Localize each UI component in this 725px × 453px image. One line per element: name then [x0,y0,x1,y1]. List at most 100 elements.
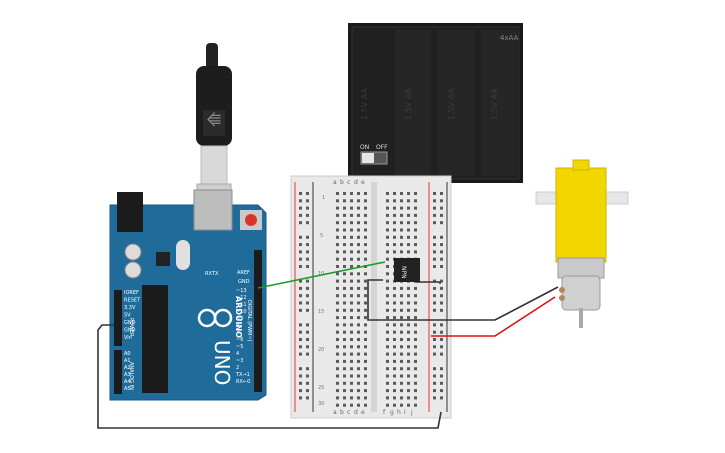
breadboard-hole[interactable] [343,286,346,290]
breadboard-hole[interactable] [400,396,403,400]
breadboard-hole[interactable] [343,301,346,305]
breadboard-hole[interactable] [306,367,309,371]
breadboard-hole[interactable] [336,221,339,225]
breadboard-hole[interactable] [350,323,353,327]
breadboard-hole[interactable] [306,345,309,349]
breadboard-hole[interactable] [400,374,403,378]
breadboard-hole[interactable] [343,403,346,407]
breadboard-hole[interactable] [400,235,403,239]
breadboard-hole[interactable] [414,323,417,327]
breadboard-hole[interactable] [299,301,302,305]
breadboard-hole[interactable] [400,308,403,312]
breadboard-hole[interactable] [440,199,443,203]
breadboard-hole[interactable] [364,352,367,356]
breadboard-hole[interactable] [414,213,417,217]
breadboard-hole[interactable] [343,213,346,217]
breadboard-hole[interactable] [440,286,443,290]
breadboard-hole[interactable] [386,213,389,217]
breadboard-hole[interactable] [357,316,360,320]
breadboard-hole[interactable] [336,294,339,298]
breadboard-hole[interactable] [357,367,360,371]
breadboard-hole[interactable] [364,213,367,217]
breadboard-hole[interactable] [357,338,360,341]
breadboard-hole[interactable] [336,192,339,195]
breadboard-hole[interactable] [393,308,396,312]
breadboard-hole[interactable] [386,243,389,247]
breadboard-hole[interactable] [350,396,353,400]
breadboard-hole[interactable] [400,345,403,349]
breadboard-hole[interactable] [299,243,302,247]
breadboard-hole[interactable] [414,330,417,334]
breadboard-hole[interactable] [407,389,410,393]
breadboard-hole[interactable] [357,403,360,407]
breadboard-hole[interactable] [433,330,436,334]
breadboard-hole[interactable] [386,389,389,393]
breadboard-hole[interactable] [306,374,309,378]
breadboard-hole[interactable] [343,308,346,312]
breadboard-hole[interactable] [393,403,396,407]
breadboard-hole[interactable] [400,338,403,341]
breadboard-hole[interactable] [414,228,417,232]
breadboard-hole[interactable] [350,389,353,393]
breadboard-hole[interactable] [433,294,436,298]
breadboard-hole[interactable] [393,301,396,305]
breadboard-hole[interactable] [299,338,302,341]
breadboard-hole[interactable] [364,272,367,276]
breadboard-hole[interactable] [386,345,389,349]
breadboard-hole[interactable] [386,228,389,232]
breadboard-hole[interactable] [336,352,339,356]
breadboard-hole[interactable] [336,323,339,327]
breadboard-hole[interactable] [414,301,417,305]
breadboard-hole[interactable] [414,403,417,407]
breadboard-hole[interactable] [306,250,309,254]
breadboard-hole[interactable] [336,367,339,371]
breadboard-hole[interactable] [343,389,346,393]
breadboard-hole[interactable] [400,243,403,247]
breadboard-hole[interactable] [400,359,403,363]
breadboard-hole[interactable] [433,381,436,385]
breadboard-hole[interactable] [433,323,436,327]
breadboard-hole[interactable] [357,279,360,283]
breadboard-hole[interactable] [386,301,389,305]
breadboard-hole[interactable] [433,374,436,378]
breadboard-hole[interactable] [364,235,367,239]
breadboard-hole[interactable] [400,206,403,210]
breadboard-hole[interactable] [393,374,396,378]
breadboard-hole[interactable] [414,338,417,341]
breadboard-hole[interactable] [364,381,367,385]
breadboard-hole[interactable] [336,257,339,261]
breadboard-hole[interactable] [364,250,367,254]
breadboard-hole[interactable] [357,250,360,254]
breadboard-hole[interactable] [386,221,389,225]
breadboard-hole[interactable] [336,308,339,312]
breadboard-hole[interactable] [386,279,389,283]
breadboard-hole[interactable] [414,199,417,203]
breadboard-hole[interactable] [299,294,302,298]
breadboard-hole[interactable] [350,206,353,210]
breadboard-hole[interactable] [407,352,410,356]
breadboard-hole[interactable] [414,286,417,290]
breadboard-hole[interactable] [400,221,403,225]
breadboard-hole[interactable] [440,389,443,393]
breadboard-hole[interactable] [357,192,360,195]
breadboard-hole[interactable] [299,250,302,254]
breadboard-hole[interactable] [299,286,302,290]
breadboard-hole[interactable] [336,213,339,217]
breadboard-hole[interactable] [433,250,436,254]
breadboard-hole[interactable] [414,235,417,239]
breadboard-hole[interactable] [386,316,389,320]
breadboard-hole[interactable] [393,213,396,217]
breadboard-hole[interactable] [393,367,396,371]
breadboard-hole[interactable] [433,265,436,268]
breadboard-hole[interactable] [407,359,410,363]
breadboard-hole[interactable] [386,359,389,363]
breadboard-hole[interactable] [336,250,339,254]
breadboard-hole[interactable] [343,257,346,261]
breadboard-hole[interactable] [440,243,443,247]
breadboard-hole[interactable] [343,352,346,356]
breadboard-hole[interactable] [357,389,360,393]
breadboard-hole[interactable] [299,345,302,349]
breadboard-hole[interactable] [357,286,360,290]
breadboard-hole[interactable] [364,316,367,320]
breadboard-hole[interactable] [357,265,360,268]
